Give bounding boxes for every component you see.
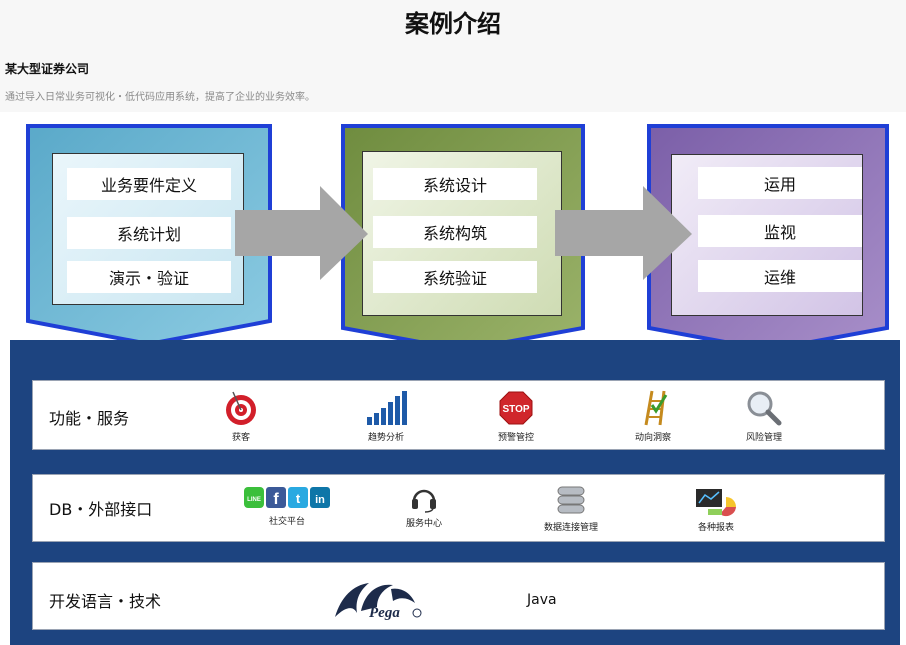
- item-alert-control: STOP 预警管控: [461, 389, 571, 443]
- item-service-center: 服务中心: [369, 483, 479, 529]
- item-caption: 趋势分析: [367, 433, 404, 443]
- bar-chart-icon: [367, 391, 407, 425]
- item-caption: 各种报表: [697, 523, 734, 533]
- item-caption: 动向洞察: [634, 433, 671, 443]
- phase-3-step-3: 运维: [698, 260, 862, 292]
- ladder-icon: [644, 390, 668, 426]
- item-trend-insight: 动向洞察: [598, 389, 708, 443]
- layer-label-tech: 开发语言・技术: [49, 592, 162, 611]
- pega-logo-text: Pega: [369, 605, 400, 621]
- layer-label-db: DB・外部接口: [49, 500, 153, 519]
- item-caption: 数据连接管理: [543, 523, 598, 533]
- phase-2-step-1: 系统设计: [373, 168, 537, 200]
- stop-sign-icon: STOP: [499, 391, 533, 425]
- phase-2-step-3: 系统验证: [373, 261, 537, 293]
- twitter-icon-text: t: [296, 491, 301, 506]
- phase-3-step-2: 监视: [698, 215, 862, 247]
- platform-panel: 功能・服务 获客 趋势分析 STOP: [10, 340, 900, 645]
- layer-db-interfaces: DB・外部接口 LINE f t in 社交平台 服务中心: [32, 474, 885, 542]
- item-caption: 获客: [231, 433, 250, 443]
- pega-logo: Pega: [335, 583, 422, 621]
- facebook-icon: [266, 487, 286, 508]
- phase-2-step-2: 系统构筑: [373, 216, 537, 248]
- layer-label-functions: 功能・服务: [49, 409, 130, 428]
- facebook-icon-text: f: [273, 491, 279, 508]
- item-social-platforms: LINE f t in 社交平台: [232, 485, 342, 527]
- company-name: 某大型证券公司: [5, 62, 90, 76]
- arrow-phase-2-to-3: [555, 186, 692, 280]
- layer-dev-tech: 开发语言・技术 Pega Java: [32, 562, 885, 630]
- phase-3-block: 运用 监视 运维: [646, 123, 890, 353]
- phase-3-step-1: 运用: [698, 167, 862, 199]
- layer-functions: 功能・服务 获客 趋势分析 STOP: [32, 380, 885, 450]
- item-data-connection: 数据连接管理: [516, 483, 626, 533]
- item-acquisition: 获客: [186, 389, 296, 443]
- page-title: 案例介绍: [405, 10, 501, 38]
- item-trend-analysis: 趋势分析: [331, 389, 441, 443]
- line-icon: [244, 487, 264, 508]
- line-icon-text: LINE: [247, 497, 261, 503]
- linkedin-icon: [310, 487, 330, 508]
- item-reports: 各种报表: [661, 485, 771, 533]
- case-description: 通过导入日常业务可视化・低代码应用系统，提高了企业的业务效率。: [5, 92, 315, 103]
- item-caption: 服务中心: [405, 519, 442, 529]
- linkedin-icon-text: in: [315, 494, 325, 506]
- report-charts-icon: [696, 489, 736, 517]
- item-risk-management: 风险管理: [709, 389, 819, 443]
- item-caption: 预警管控: [497, 433, 534, 443]
- item-caption: 社交平台: [268, 517, 305, 527]
- database-icon: [557, 486, 585, 514]
- phase-1-step-3: 演示・验证: [67, 261, 231, 293]
- phase-1-block: 业务要件定义 系统计划 演示・验证: [25, 123, 273, 347]
- target-icon: [226, 391, 256, 425]
- item-caption: 风险管理: [745, 433, 782, 443]
- tech-java: Java: [527, 592, 557, 608]
- header-band: 案例介绍 某大型证券公司 通过导入日常业务可视化・低代码应用系统，提高了企业的业…: [0, 0, 906, 112]
- phase-2-block: 系统设计 系统构筑 系统验证: [340, 123, 586, 353]
- phase-1-step-1: 业务要件定义: [67, 168, 231, 200]
- twitter-icon: [288, 487, 308, 508]
- stop-sign-text: STOP: [502, 404, 529, 415]
- phase-1-step-2: 系统计划: [67, 217, 231, 249]
- social-icons: LINE f t in: [244, 487, 330, 508]
- magnifier-icon: [747, 391, 782, 426]
- arrow-phase-1-to-2: [235, 186, 368, 280]
- headset-icon: [412, 489, 436, 513]
